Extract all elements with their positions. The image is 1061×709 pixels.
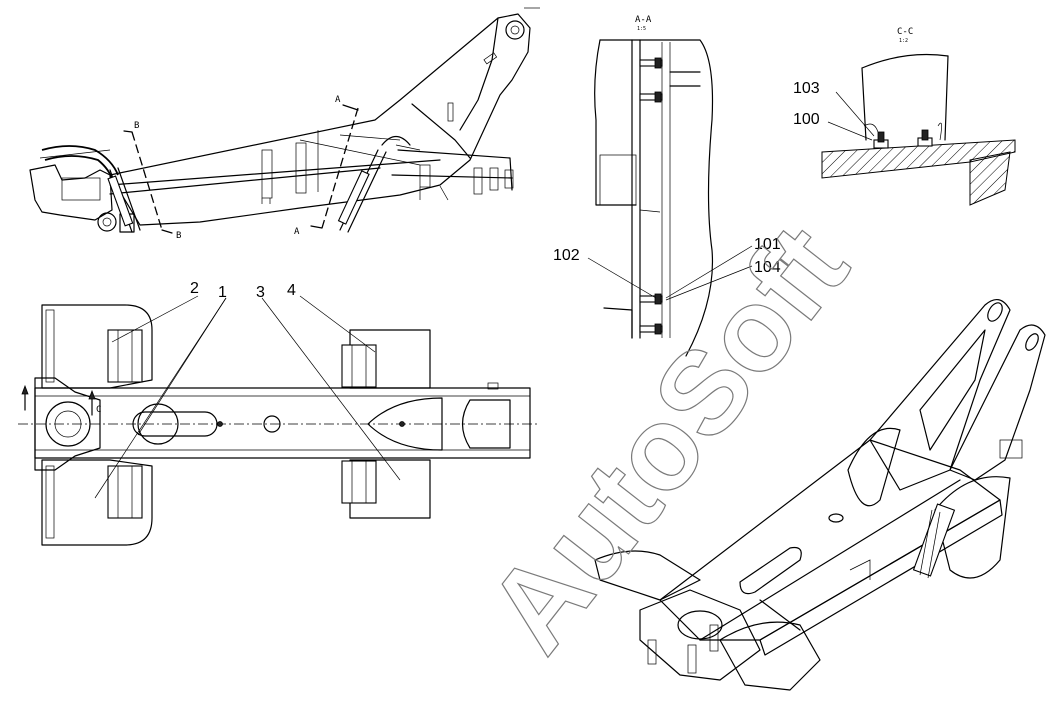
cut-marker-a-top: A xyxy=(335,95,341,105)
watermark: AutoSoft xyxy=(463,202,874,676)
callout-102: 102 xyxy=(553,247,580,264)
callout-104: 104 xyxy=(754,259,781,276)
section-a-a-scale: 1:5 xyxy=(637,26,646,32)
section-a-a-label: A-A xyxy=(635,15,652,25)
section-c-c-label: C-C xyxy=(897,27,913,37)
callout-1: 1 xyxy=(218,284,227,301)
plan-view: C 2 1 3 4 xyxy=(18,280,538,546)
callout-101: 101 xyxy=(754,236,781,253)
cut-marker-a-bottom: A xyxy=(294,227,300,237)
section-a-a: A-A 1:5 102 101 104 xyxy=(553,15,781,357)
cut-marker-c: C xyxy=(96,405,101,415)
cut-marker-b-bottom: B xyxy=(176,231,181,241)
callout-2: 2 xyxy=(190,280,199,297)
callout-3: 3 xyxy=(256,284,265,301)
callout-103: 103 xyxy=(793,80,820,97)
isometric-view xyxy=(594,299,1046,691)
cut-marker-b-top: B xyxy=(134,121,139,131)
section-c-c-scale: 1:2 xyxy=(899,38,908,44)
callout-100: 100 xyxy=(793,111,820,128)
section-c-c: C-C 1:2 103 100 xyxy=(793,27,1016,206)
callout-4: 4 xyxy=(287,282,296,299)
side-view: A A B B xyxy=(29,7,540,241)
